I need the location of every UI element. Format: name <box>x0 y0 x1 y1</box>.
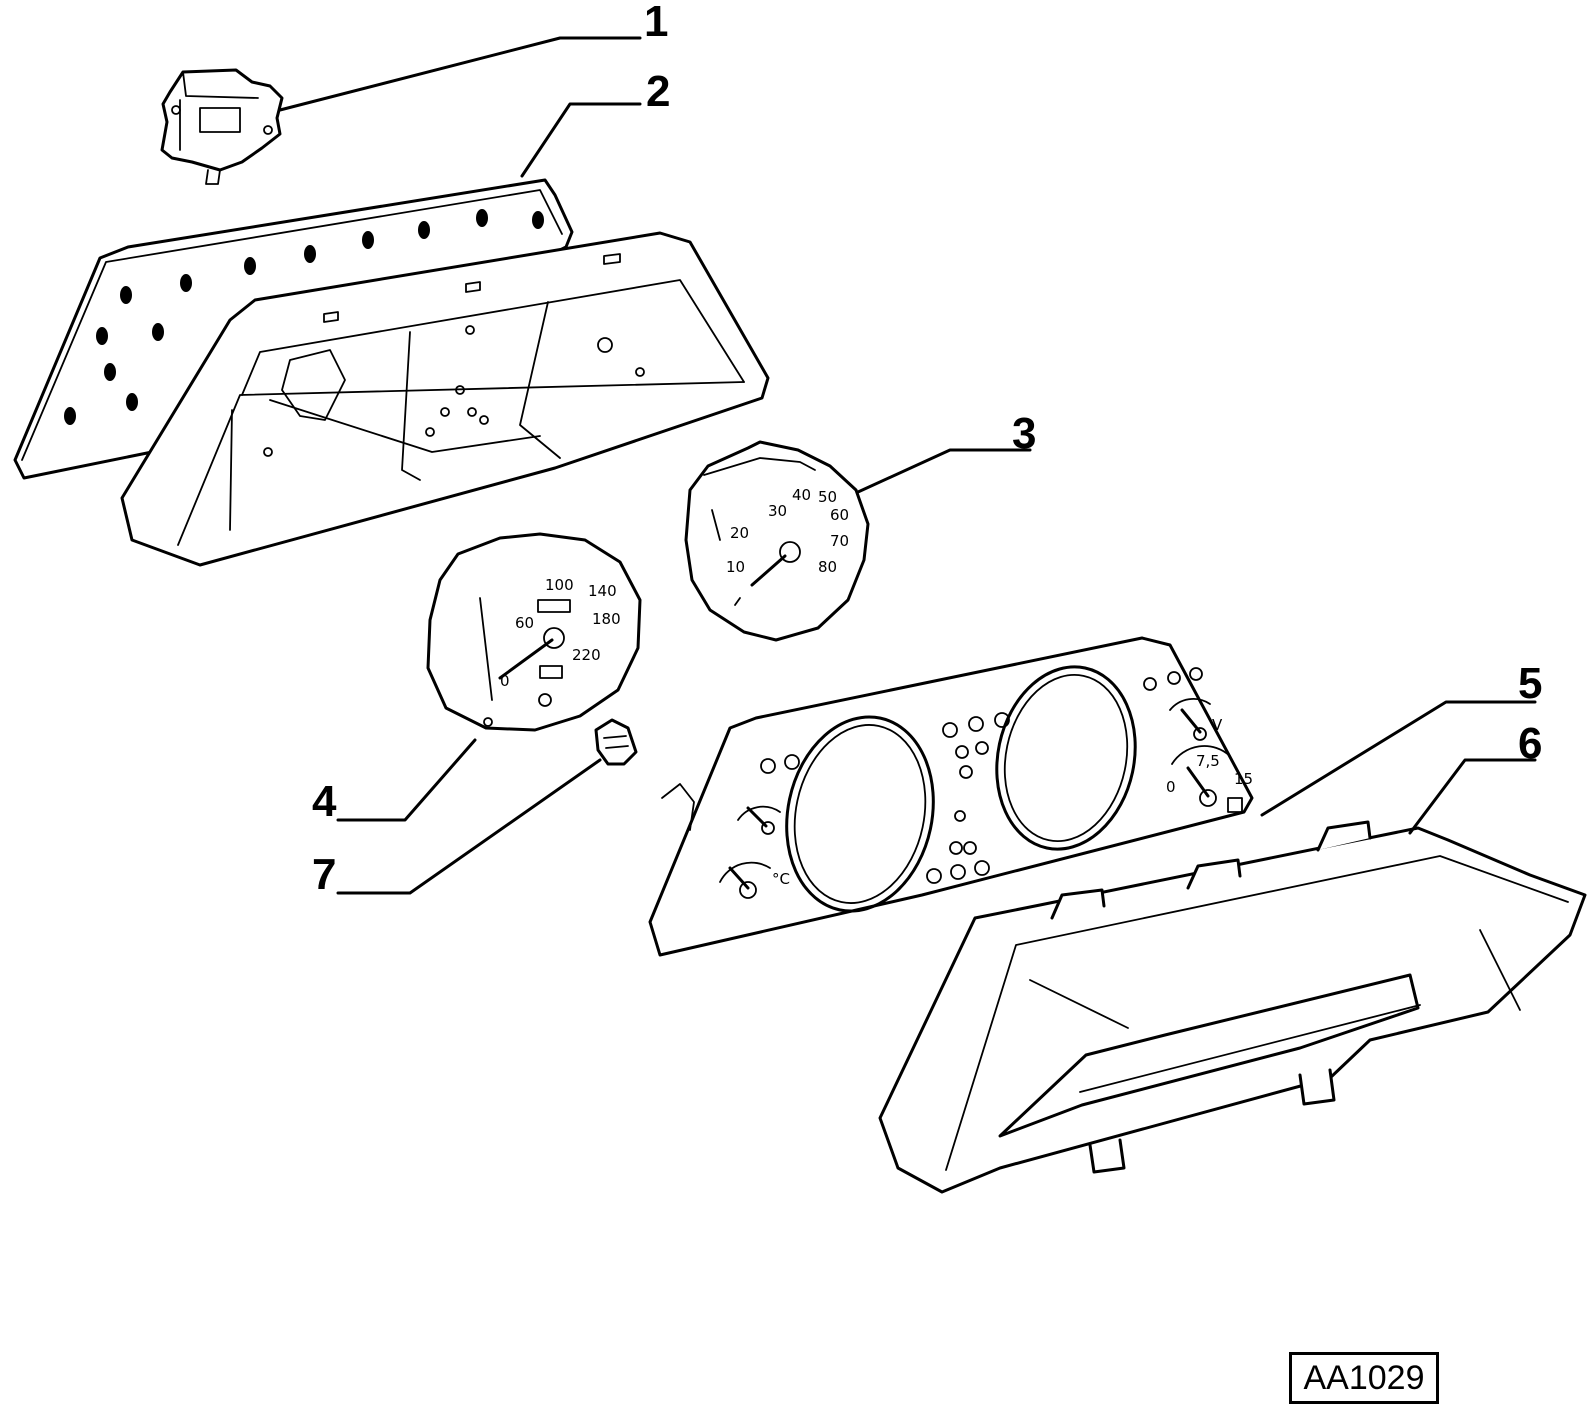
tachometer-label-70: 70 <box>830 532 849 550</box>
callout-5: 5 <box>1518 659 1542 708</box>
part-4-speedometer: 0 60 100 140 180 220 <box>426 532 642 732</box>
callout-1: 1 <box>644 0 668 46</box>
speedometer-label-0: 0 <box>500 672 510 690</box>
part-3-tachometer: 10 20 30 40 50 60 70 80 <box>684 440 870 642</box>
part-1-electronic-module <box>160 68 284 185</box>
reference-code-box: AA1029 <box>1289 1352 1439 1404</box>
callout-6: 6 <box>1518 719 1542 768</box>
temperature-unit-label: °C <box>772 870 790 888</box>
callout-7: 7 <box>312 850 336 899</box>
reference-code: AA1029 <box>1303 1358 1425 1397</box>
fuel-gauge-label-0: 0 <box>1166 778 1176 796</box>
callout-2: 2 <box>646 67 670 116</box>
leader-lines <box>278 36 1537 895</box>
voltmeter-symbol: V <box>1212 716 1223 734</box>
fuel-gauge-label-15: 15 <box>1234 770 1253 788</box>
speedometer-label-60: 60 <box>515 614 534 632</box>
speedometer-label-220: 220 <box>572 646 601 664</box>
callout-4: 4 <box>312 777 337 826</box>
tachometer-label-10: 10 <box>726 558 745 576</box>
tachometer-label-50: 50 <box>818 488 837 506</box>
part-7-bulb-holder <box>594 718 638 766</box>
tachometer-label-40: 40 <box>792 486 811 504</box>
part-6-front-bezel <box>878 820 1587 1194</box>
tachometer-label-80: 80 <box>818 558 837 576</box>
fuel-gauge-label-7-5: 7,5 <box>1196 752 1220 770</box>
callout-3: 3 <box>1012 409 1036 458</box>
tachometer-label-30: 30 <box>768 502 787 520</box>
panel-holes <box>64 209 544 425</box>
part-5-dial-face: °C V 0 7,5 15 <box>648 636 1254 957</box>
tachometer-label-60: 60 <box>830 506 849 524</box>
part-2-rear-housing <box>13 178 770 567</box>
tachometer-label-20: 20 <box>730 524 749 542</box>
warning-light-symbols <box>760 667 1203 884</box>
speedometer-label-180: 180 <box>592 610 621 628</box>
speedometer-label-100: 100 <box>545 576 574 594</box>
speedometer-label-140: 140 <box>588 582 617 600</box>
